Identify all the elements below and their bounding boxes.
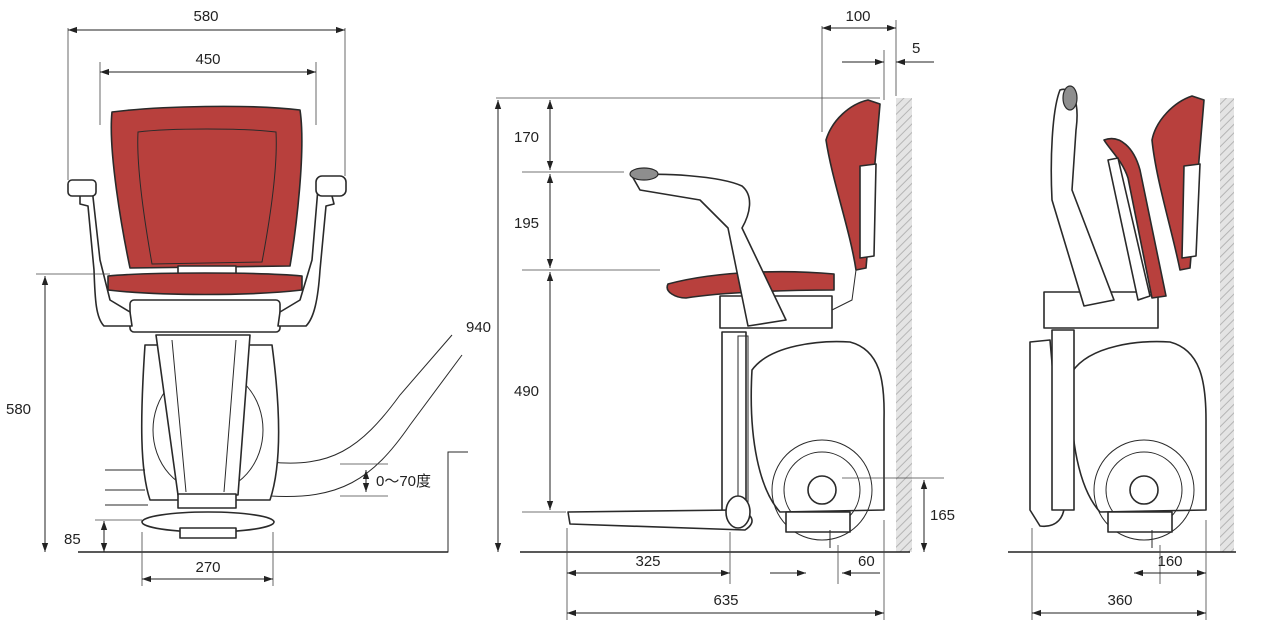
folded-drive-hub <box>1129 475 1159 505</box>
folded-backrest-pad <box>1181 163 1201 259</box>
dim-wall-gap: 5 <box>912 40 920 57</box>
rail-curve <box>269 334 453 464</box>
dim-rail-depth: 160 <box>1157 553 1182 570</box>
folded-cushion <box>1103 137 1167 299</box>
side-armrest <box>631 173 787 327</box>
side-armrest-knob <box>629 167 659 181</box>
dim-total-depth: 635 <box>713 592 738 609</box>
front-view: 580 450 580 85 270 0～70度 <box>6 8 468 586</box>
side-backrest-pad <box>859 163 877 259</box>
folded-carriage-body <box>1070 340 1207 513</box>
side-footrest <box>567 509 753 531</box>
armrest-left <box>79 187 133 327</box>
folded-wall-hatch <box>1220 98 1234 552</box>
dim-swivel-range: 0～70度 <box>376 473 431 490</box>
folded-view: 160 360 <box>1008 85 1236 620</box>
carriage-base <box>177 493 237 509</box>
dim-seat-floor-height: 490 <box>514 383 539 400</box>
dim-footrest-depth: 325 <box>635 553 660 570</box>
armrest-right-handle <box>315 175 347 197</box>
side-view: 100 5 170 195 490 940 165 <box>466 8 955 620</box>
dim-rail-offset: 60 <box>858 553 875 570</box>
dim-seat-width: 450 <box>195 51 220 68</box>
seat-base <box>129 299 281 333</box>
staircase-step <box>318 451 468 553</box>
side-footrest-hinge <box>725 495 751 529</box>
carriage-column-inner <box>171 339 237 493</box>
side-backrest-frame <box>831 269 857 311</box>
folded-seat <box>1050 88 1115 307</box>
dim-wall-to-back: 100 <box>845 8 870 25</box>
side-rail-clamp <box>785 511 851 533</box>
folded-dimensions: 160 360 <box>1031 520 1207 620</box>
dim-total-height: 940 <box>466 319 491 336</box>
folded-column <box>1051 329 1075 511</box>
folded-knob <box>1062 85 1078 111</box>
folded-armrest <box>1107 157 1151 301</box>
armrest-right <box>277 187 335 327</box>
side-drive-wheel <box>771 439 873 541</box>
folded-rail-clamp <box>1107 511 1173 533</box>
seat-cushion-front <box>107 272 303 296</box>
rail-curve-lower <box>269 354 463 497</box>
dim-footrest-height: 85 <box>64 531 81 548</box>
side-drive-hub <box>807 475 837 505</box>
dim-rail-height: 165 <box>930 507 955 524</box>
front-dimensions: 580 450 580 85 270 0～70度 <box>6 8 431 586</box>
dim-armrest-height: 195 <box>514 215 539 232</box>
dim-overall-width: 580 <box>193 8 218 25</box>
side-column <box>721 331 747 513</box>
backrest-front <box>110 105 303 269</box>
dim-backrest-height: 170 <box>514 129 539 146</box>
side-carriage-body <box>750 340 885 513</box>
dim-seat-height: 580 <box>6 401 31 418</box>
folded-drive-wheel <box>1093 439 1195 541</box>
dim-folded-depth: 360 <box>1107 592 1132 609</box>
wall-hatch <box>896 98 912 552</box>
footrest-foot <box>179 527 237 539</box>
armrest-left-handle <box>67 179 97 197</box>
side-dimensions: 100 5 170 195 490 940 165 <box>466 8 955 620</box>
backrest-panel <box>137 128 277 265</box>
dim-base-width: 270 <box>195 559 220 576</box>
